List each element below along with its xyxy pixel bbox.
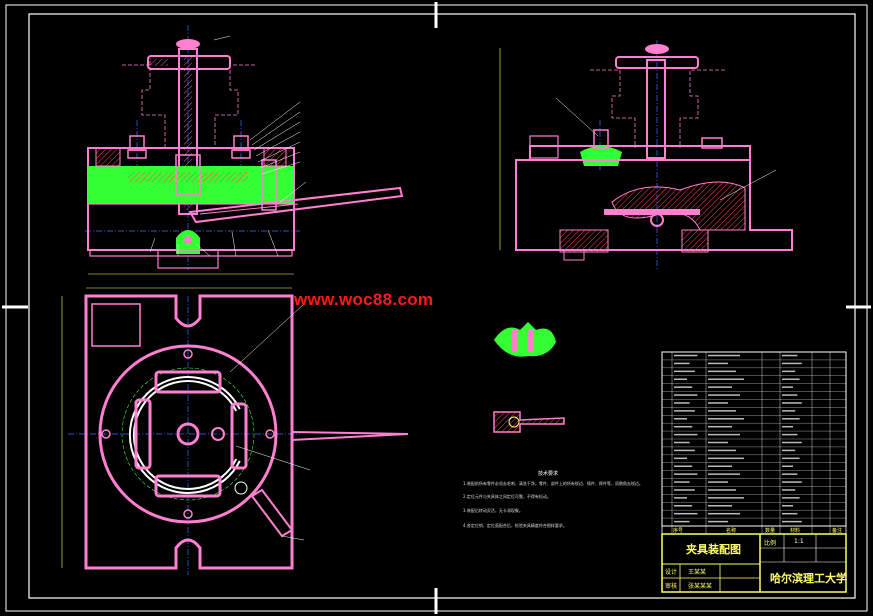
parts-cell-text (674, 354, 698, 357)
parts-cell-text (674, 441, 690, 444)
parts-cell-text (782, 512, 798, 515)
parts-cell-text (708, 441, 728, 444)
parts-cell-text (782, 465, 793, 467)
parts-cell-text (708, 520, 728, 523)
parts-cell-text (708, 481, 728, 483)
parts-list (661, 351, 847, 535)
parts-cell-text (708, 425, 732, 428)
parts-header-name: 名称 (726, 528, 737, 534)
designer-name: 王某某 (688, 569, 707, 576)
parts-cell-text (674, 410, 695, 412)
parts-cell-text (674, 497, 687, 499)
parts-cell-text (708, 370, 736, 373)
parts-cell-text (708, 465, 732, 467)
scale-label: 比例 (764, 540, 777, 547)
parts-cell-text (708, 433, 740, 436)
technical-requirements-title: 技术要求 (538, 471, 559, 477)
front-section-view (85, 25, 404, 275)
watermark-text: www.woc88.com (294, 290, 434, 309)
parts-cell-text (708, 449, 736, 452)
parts-cell-text (782, 410, 796, 412)
parts-header-qty: 数量 (765, 528, 776, 534)
parts-cell-text (674, 370, 695, 373)
parts-cell-text (782, 457, 800, 460)
parts-cell-text (674, 402, 690, 404)
parts-cell-text (782, 418, 800, 420)
parts-cell-text (674, 520, 690, 523)
drawing-title: 夹具装配图 (686, 543, 741, 556)
detail-views (493, 322, 565, 433)
parts-cell-text (782, 394, 798, 396)
parts-cell-text (674, 362, 690, 365)
parts-cell-text (782, 497, 800, 499)
parts-header-remark: 备注 (832, 528, 843, 534)
scale-value: 1:1 (794, 538, 804, 545)
parts-cell-text (708, 497, 744, 499)
parts-cell-text (674, 449, 695, 452)
school-name: 哈尔滨理工大学 (770, 572, 847, 585)
parts-cell-text (708, 402, 728, 404)
parts-cell-text (708, 386, 732, 388)
parts-cell-text (674, 386, 693, 388)
parts-cell-text (674, 489, 695, 491)
parts-cell-text (782, 505, 793, 507)
technical-requirement-line: 4.各定位销、定位面配合后，检验夹具精度符合图样要求。 (463, 523, 567, 528)
parts-cell-text (782, 433, 798, 436)
parts-cell-text (674, 433, 698, 436)
parts-cell-text (782, 449, 796, 452)
parts-cell-text (708, 489, 736, 491)
parts-cell-text (782, 378, 800, 380)
parts-cell-text (782, 425, 793, 428)
technical-requirement-line: 2.定位元件与夹具体之间定位可靠，不得有松动。 (463, 494, 551, 499)
parts-cell-text (674, 473, 698, 475)
parts-cell-text (708, 512, 740, 515)
parts-cell-text (782, 370, 796, 373)
parts-cell-text (782, 481, 802, 483)
parts-cell-text (782, 473, 798, 475)
checker-name: 张某某某 (688, 583, 713, 590)
checker-label: 审核 (665, 583, 678, 590)
parts-cell-text (708, 354, 740, 357)
parts-cell-text (674, 465, 693, 467)
parts-header-material: 材料 (790, 528, 801, 534)
parts-cell-text (674, 425, 693, 428)
parts-cell-text (708, 378, 744, 380)
parts-cell-text (708, 394, 740, 396)
parts-cell-text (782, 441, 802, 444)
parts-cell-text (674, 394, 698, 396)
parts-cell-text (708, 505, 732, 507)
parts-cell-text (782, 354, 798, 357)
parts-cell-text (782, 386, 793, 388)
designer-label: 设计 (665, 569, 678, 576)
plan-view (61, 287, 409, 575)
parts-cell-text (708, 418, 744, 420)
parts-cell-text (782, 489, 796, 491)
parts-cell-text (708, 410, 736, 412)
parts-cell-text (782, 362, 802, 365)
technical-requirement-line: 3.装配后转动灵活，无卡滞现象。 (463, 508, 523, 513)
parts-cell-text (708, 473, 740, 475)
parts-cell-text (782, 520, 802, 523)
parts-cell-text (674, 512, 698, 515)
parts-cell-text (674, 378, 687, 380)
parts-cell-text (674, 418, 687, 420)
parts-cell-text (674, 481, 690, 483)
parts-cell-text (708, 362, 728, 365)
parts-cell-text (674, 505, 693, 507)
parts-cell-text (708, 457, 744, 460)
title-block (661, 533, 847, 593)
parts-cell-text (782, 402, 802, 404)
technical-requirement-line: 1.装配前所有零件必须去毛刺，清洗干净，零件、部件上的所有锐边、铸件、焊件等，须… (463, 481, 643, 486)
parts-header-index: 序号 (673, 528, 684, 534)
side-section-view (499, 40, 793, 270)
parts-cell-text (674, 457, 687, 460)
